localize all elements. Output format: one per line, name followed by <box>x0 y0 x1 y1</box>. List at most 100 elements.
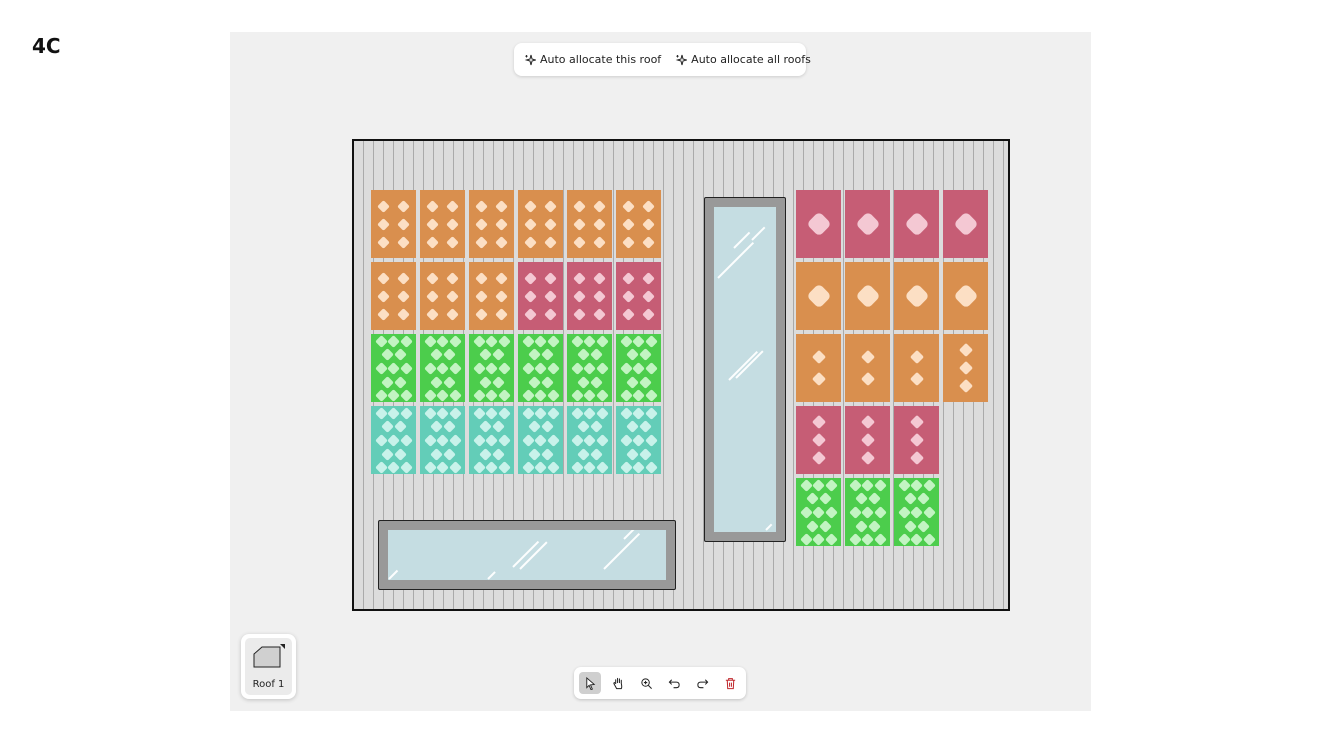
panel-cell-mark <box>572 217 586 231</box>
solar-panel[interactable] <box>845 334 890 402</box>
roof-canvas[interactable]: Auto allocate this roof Auto allocate al… <box>230 32 1091 711</box>
panel-cell-mark <box>799 532 813 546</box>
solar-panel[interactable] <box>420 334 465 402</box>
pan-tool-button[interactable] <box>607 672 629 694</box>
panel-cell-mark <box>485 361 498 375</box>
trash-icon <box>725 677 735 689</box>
panel-cell-mark <box>387 334 400 348</box>
solar-panel[interactable] <box>894 334 939 402</box>
solar-panel[interactable] <box>518 334 563 402</box>
solar-panel[interactable] <box>845 406 890 474</box>
solar-panel[interactable] <box>796 190 841 258</box>
solar-panel[interactable] <box>518 190 563 258</box>
panel-cell-mark <box>619 334 633 348</box>
panel-cell-mark <box>625 375 639 389</box>
solar-panel[interactable] <box>845 190 890 258</box>
roof-tab[interactable]: Roof 1 <box>241 634 296 699</box>
panel-cell-mark <box>910 532 923 546</box>
panel-cell-mark <box>474 271 488 285</box>
solar-panel[interactable] <box>894 478 939 546</box>
solar-panel[interactable] <box>518 262 563 330</box>
panel-cell-mark <box>543 271 557 285</box>
solar-panel[interactable] <box>616 334 661 402</box>
panel-cell-mark <box>497 334 511 348</box>
solar-panel[interactable] <box>894 406 939 474</box>
solar-panel[interactable] <box>469 334 514 402</box>
panel-cell-mark <box>854 211 881 237</box>
solar-panel[interactable] <box>845 478 890 546</box>
panel-cell-mark <box>812 505 825 519</box>
solar-panel[interactable] <box>796 406 841 474</box>
solar-panel[interactable] <box>420 190 465 258</box>
auto-allocate-this-roof-button[interactable]: Auto allocate this roof <box>524 53 661 66</box>
panel-cell-mark <box>546 334 560 348</box>
panel-cell-mark <box>497 361 511 375</box>
panel-cell-mark <box>811 414 826 430</box>
solar-panel[interactable] <box>518 406 563 474</box>
solar-panel[interactable] <box>616 262 661 330</box>
solar-panel[interactable] <box>943 262 988 330</box>
panel-cell-mark <box>861 505 874 519</box>
solar-panel[interactable] <box>371 334 416 402</box>
panel-cell-mark <box>909 414 924 430</box>
solar-panel[interactable] <box>371 406 416 474</box>
panel-cell-mark <box>621 235 635 249</box>
panel-cell-mark <box>376 235 390 249</box>
skylight[interactable] <box>704 197 786 542</box>
select-tool-button[interactable] <box>579 672 601 694</box>
panel-cell-mark <box>399 433 413 447</box>
solar-panel[interactable] <box>796 334 841 402</box>
auto-allocate-all-roofs-button[interactable]: Auto allocate all roofs <box>675 53 811 66</box>
solar-panel[interactable] <box>796 478 841 546</box>
panel-cell-mark <box>592 199 606 213</box>
panel-cell-mark <box>546 433 560 447</box>
solar-panel[interactable] <box>567 334 612 402</box>
solar-panel[interactable] <box>845 262 890 330</box>
redo-button[interactable] <box>691 672 713 694</box>
panel-cell-mark <box>380 347 394 361</box>
solar-panel[interactable] <box>943 190 988 258</box>
panel-cell-mark <box>374 334 388 348</box>
solar-panel[interactable] <box>469 190 514 258</box>
roof-surface[interactable] <box>352 139 1010 611</box>
solar-panel[interactable] <box>371 190 416 258</box>
solar-panel[interactable] <box>943 334 988 402</box>
panel-cell-mark <box>445 199 459 213</box>
panel-cell-mark <box>523 217 537 231</box>
skylight[interactable] <box>378 520 676 590</box>
solar-panel[interactable] <box>469 406 514 474</box>
panel-cell-mark <box>429 375 443 389</box>
panel-cell-mark <box>818 519 832 533</box>
panel-cell-mark <box>393 347 407 361</box>
solar-panel[interactable] <box>567 190 612 258</box>
panel-cell-mark <box>546 406 560 420</box>
panel-cell-mark <box>546 388 560 402</box>
delete-button[interactable] <box>719 672 741 694</box>
panel-cell-mark <box>540 447 554 461</box>
panel-cell-mark <box>485 433 498 447</box>
solar-panel[interactable] <box>616 406 661 474</box>
panel-cell-mark <box>521 433 535 447</box>
zoom-tool-button[interactable] <box>635 672 657 694</box>
solar-panel[interactable] <box>567 406 612 474</box>
solar-panel[interactable] <box>796 262 841 330</box>
solar-panel[interactable] <box>894 190 939 258</box>
solar-panel[interactable] <box>420 406 465 474</box>
auto-allocate-all-roofs-label: Auto allocate all roofs <box>691 53 811 66</box>
panel-cell-mark <box>583 388 596 402</box>
solar-panel[interactable] <box>371 262 416 330</box>
panel-cell-mark <box>897 532 911 546</box>
panel-cell-mark <box>478 419 492 433</box>
solar-panel[interactable] <box>420 262 465 330</box>
solar-panel[interactable] <box>567 262 612 330</box>
panel-cell-mark <box>592 217 606 231</box>
hand-icon <box>612 677 622 689</box>
panel-cell-mark <box>472 433 486 447</box>
solar-panel[interactable] <box>616 190 661 258</box>
panel-cell-mark <box>583 334 596 348</box>
undo-button[interactable] <box>663 672 685 694</box>
solar-panel[interactable] <box>469 262 514 330</box>
panel-cell-mark <box>387 406 400 420</box>
solar-panel[interactable] <box>894 262 939 330</box>
page-label: 4C <box>32 34 61 58</box>
